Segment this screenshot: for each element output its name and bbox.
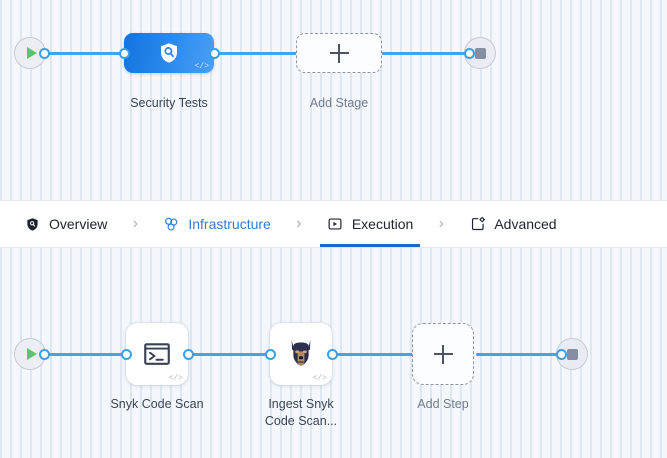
code-badge-icon: </>	[312, 374, 327, 383]
advanced-gear-icon	[469, 216, 486, 233]
port-steps-end-input[interactable]	[556, 349, 567, 360]
add-stage-button[interactable]	[296, 33, 382, 73]
code-badge-icon: </>	[168, 374, 183, 383]
wire-step2-to-addstep	[334, 353, 414, 356]
pipeline-stages-canvas[interactable]: </> Security Tests Add Stage	[0, 0, 667, 200]
pipeline-steps-canvas[interactable]: </> Snyk Code Scan </> In	[0, 248, 667, 458]
tab-overview-label: Overview	[49, 216, 108, 232]
port-step2-input[interactable]	[265, 349, 276, 360]
code-badge-icon: </>	[194, 62, 209, 71]
wire-step1-to-step2	[190, 353, 274, 356]
terminal-icon	[142, 339, 172, 369]
port-step1-output[interactable]	[183, 349, 194, 360]
play-icon	[26, 47, 37, 59]
port-step1-input[interactable]	[121, 349, 132, 360]
add-stage-label: Add Stage	[309, 96, 369, 110]
tab-separator: ›	[296, 215, 302, 232]
wire-start-to-step1	[44, 353, 128, 356]
wire-addstep-to-end	[476, 353, 562, 356]
stage-label-security-tests: Security Tests	[130, 96, 208, 110]
pipeline-tabbar: Overview › Infrastructure › Execution	[0, 200, 667, 248]
port-stage-input[interactable]	[119, 48, 130, 59]
tab-infrastructure[interactable]: Infrastructure	[151, 201, 282, 247]
port-start-output[interactable]	[39, 48, 50, 59]
plus-icon	[329, 43, 349, 63]
port-stage-output[interactable]	[209, 48, 220, 59]
tab-overview[interactable]: Overview	[12, 201, 119, 247]
port-steps-start-output[interactable]	[39, 349, 50, 360]
port-end-input[interactable]	[464, 48, 475, 59]
play-icon	[26, 348, 37, 360]
step-label-snyk-code-scan: Snyk Code Scan	[110, 397, 204, 411]
tab-advanced-label: Advanced	[494, 216, 557, 232]
tab-separator: ›	[132, 215, 139, 232]
add-step-label: Add Step	[417, 397, 469, 411]
tab-execution[interactable]: Execution	[315, 201, 425, 247]
stop-icon	[474, 47, 486, 59]
doberman-icon	[284, 337, 318, 371]
steps-start-node[interactable]	[14, 338, 46, 370]
tab-infrastructure-label: Infrastructure	[188, 216, 271, 232]
wire-stage-to-addstage	[208, 52, 300, 55]
wire-addstage-to-end	[378, 52, 470, 55]
wire-start-to-stage	[44, 52, 126, 55]
tab-separator: ›	[438, 215, 444, 232]
infrastructure-icon	[163, 216, 180, 233]
stage-node-security-tests[interactable]: </>	[124, 33, 214, 73]
tab-execution-label: Execution	[351, 216, 414, 232]
step-node-ingest-snyk-code-scan[interactable]: </>	[270, 323, 332, 385]
execution-play-icon	[327, 216, 344, 233]
step-node-snyk-code-scan[interactable]: </>	[126, 323, 188, 385]
shield-icon	[24, 216, 41, 233]
plus-icon	[433, 344, 453, 364]
tab-advanced[interactable]: Advanced	[457, 201, 568, 247]
stop-icon	[566, 348, 578, 360]
shield-search-icon	[157, 41, 181, 65]
add-step-button[interactable]	[412, 323, 474, 385]
port-step2-output[interactable]	[327, 349, 338, 360]
step-label-ingest-snyk-code-scan: Ingest Snyk Code Scan...	[264, 397, 338, 428]
